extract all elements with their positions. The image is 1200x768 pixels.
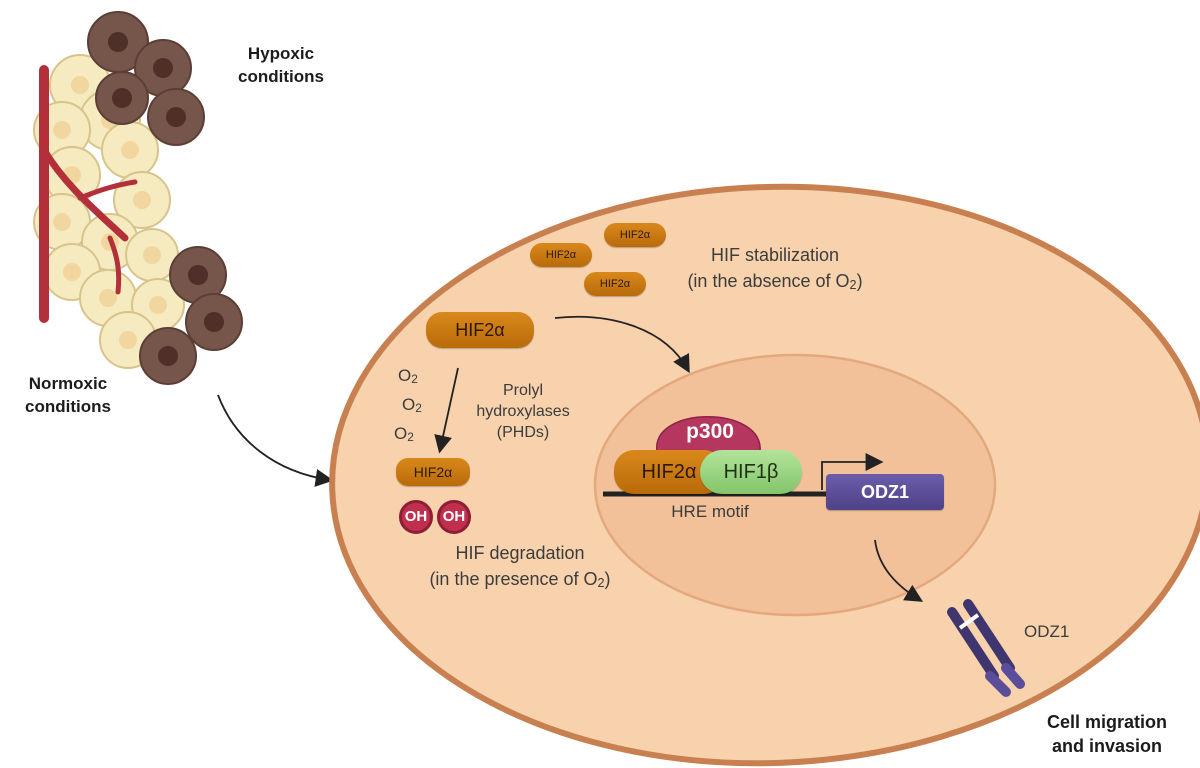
stabilized-hif2a-pill: HIF2α xyxy=(530,243,592,267)
export-arrow xyxy=(874,539,924,602)
odz1-receptor-label: ODZ1 xyxy=(1024,622,1070,641)
hypoxic-cell xyxy=(147,88,205,146)
tissue-to-cell-arrow xyxy=(217,394,334,487)
hypoxic-label-line-1: Hypoxic xyxy=(247,44,315,63)
oxygen-label: O2 xyxy=(402,395,422,415)
normoxic-label-line-1: Normoxic xyxy=(28,374,108,393)
normoxic-cell xyxy=(113,171,171,229)
hif-stabilization-text: (in the absence of O xyxy=(687,271,850,291)
hif-degradation-line-1: HIF degradation xyxy=(455,543,585,563)
odz1-gene: ODZ1 xyxy=(826,474,944,510)
transcription-start-arrow xyxy=(821,453,884,490)
oxygen-text: O xyxy=(402,395,416,414)
stabilization-arrow xyxy=(554,315,690,374)
oxygen-text: O xyxy=(394,424,408,443)
phd-label-line-3: (PHDs) xyxy=(496,424,550,441)
oxygen-subscript: 2 xyxy=(411,371,418,386)
oxygen-label: O2 xyxy=(398,366,418,386)
hif-stabilization-label: HIF stabilization (in the absence of O2) xyxy=(660,242,890,298)
p300-shape xyxy=(656,416,761,453)
hif-degradation-subscript: 2 xyxy=(597,575,605,590)
hydroxylation-arrow xyxy=(434,367,459,454)
oxygen-label: O2 xyxy=(394,424,414,444)
p300-label: p300 xyxy=(686,420,734,443)
hif-degradation-line-2: (in the presence of O2) xyxy=(400,566,640,596)
hif-degradation-text: (in the presence of O xyxy=(429,569,598,589)
stabilized-hif2a-pill: HIF2α xyxy=(604,223,666,247)
hif-stabilization-subscript: 2 xyxy=(849,277,857,292)
hif2a-pill: HIF2α xyxy=(426,312,534,348)
outcome-line-2: and invasion xyxy=(1051,736,1163,756)
hif-stabilization-line-1: HIF stabilization xyxy=(710,245,840,265)
hydroxyl-group: OH xyxy=(437,500,471,534)
phd-label: Prolyl hydroxylases (PHDs) xyxy=(458,380,588,443)
oxygen-text: O xyxy=(398,366,412,385)
hypoxic-cell xyxy=(139,327,197,385)
hypoxic-cell xyxy=(185,293,243,351)
hydroxyl-group: OH xyxy=(399,500,433,534)
odz1-receptor xyxy=(947,599,1025,697)
outcome-line-1: Cell migration xyxy=(1046,712,1167,732)
normoxic-label: Normoxic conditions xyxy=(8,372,128,418)
hypoxic-label-line-2: conditions xyxy=(238,67,324,86)
hypoxic-cell xyxy=(87,11,149,73)
hydroxylated-hif2a-pill: HIF2α xyxy=(396,458,470,486)
oxygen-subscript: 2 xyxy=(407,429,414,444)
hif1b: HIF1β xyxy=(700,450,802,494)
normoxic-label-line-2: conditions xyxy=(25,397,111,416)
tissue-cluster xyxy=(33,11,243,385)
blood-vessel xyxy=(39,65,138,323)
stabilized-hif2a-pill: HIF2α xyxy=(584,272,646,296)
normoxic-cell xyxy=(101,121,159,179)
hif-stabilization-close: ) xyxy=(856,271,863,291)
hypoxic-cell xyxy=(95,71,149,125)
hypoxic-label: Hypoxic conditions xyxy=(226,42,336,88)
hif-degradation-label: HIF degradation (in the presence of O2) xyxy=(400,540,640,596)
hif-stabilization-line-2: (in the absence of O2) xyxy=(660,268,890,298)
outcome-label: Cell migration and invasion xyxy=(1022,710,1192,758)
phd-label-line-2: hydroxylases xyxy=(476,403,570,420)
hypoxic-cell xyxy=(169,246,227,304)
hypoxic-cell-group xyxy=(87,11,243,385)
phd-label-line-1: Prolyl xyxy=(502,382,543,399)
oxygen-subscript: 2 xyxy=(415,400,422,415)
hif-degradation-close: ) xyxy=(604,569,611,589)
hre-motif-label: HRE motif xyxy=(671,502,749,521)
